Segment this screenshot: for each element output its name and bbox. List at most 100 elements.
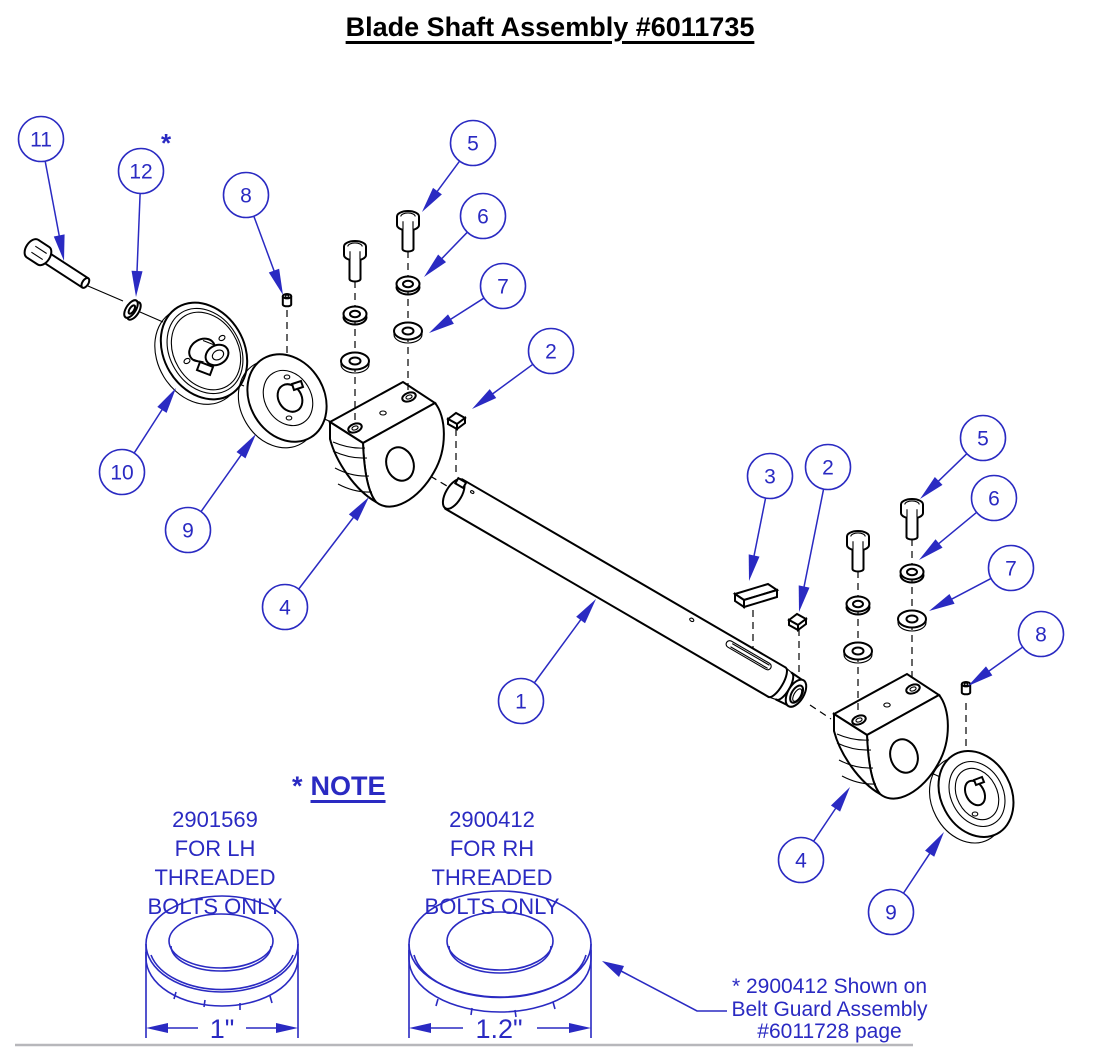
callout-leader-line xyxy=(253,215,277,275)
callout-2: 2 xyxy=(798,443,852,612)
callout-leader-line xyxy=(902,849,933,894)
callout-12: 12 xyxy=(117,147,165,297)
callout-number: 7 xyxy=(497,276,509,299)
callout-leader-line xyxy=(752,497,767,560)
pulley-10 xyxy=(154,301,249,405)
callout-arrowhead xyxy=(968,666,993,686)
set-screw-8-left xyxy=(281,293,293,308)
callout-8: 8 xyxy=(222,171,283,295)
callout-balloon xyxy=(98,448,146,496)
note-heading: *NOTE xyxy=(292,771,386,802)
bolt-stack-right-a xyxy=(843,530,873,713)
callout-number: 12 xyxy=(129,161,152,184)
callout-leader-line xyxy=(438,231,468,262)
callout-leader-line xyxy=(434,160,461,195)
callout-arrowhead xyxy=(422,187,442,212)
callout-arrowhead xyxy=(798,585,810,612)
callout-9: 9 xyxy=(867,832,944,936)
callout-number: 7 xyxy=(1005,558,1017,581)
callout-number: 2 xyxy=(822,457,834,480)
callout-leader-line xyxy=(985,646,1024,674)
key-2-left xyxy=(446,411,467,431)
callout-balloon xyxy=(497,677,545,725)
dimension-label-1-2in: 1.2" xyxy=(475,1014,522,1044)
callout-number: 5 xyxy=(977,428,989,451)
callout-number: 11 xyxy=(30,129,52,152)
callout-balloon xyxy=(459,192,507,240)
callout-arrowhead xyxy=(348,497,369,522)
callout-number: 9 xyxy=(182,520,194,543)
callout-arrowhead xyxy=(472,389,497,409)
callout-balloon xyxy=(867,888,915,936)
callout-balloon xyxy=(987,544,1035,592)
note-left-line2: FOR LH THREADED xyxy=(154,836,276,890)
callout-leader-line xyxy=(133,406,165,454)
callout-arrowhead xyxy=(830,787,850,812)
callout-number: 9 xyxy=(885,902,897,925)
callout-number: 3 xyxy=(764,466,776,489)
callout-arrowhead xyxy=(925,832,944,857)
callout-number: 8 xyxy=(1035,624,1047,647)
callout-11: 11 xyxy=(17,115,65,261)
note-right-column: 2900412 FOR RH THREADED BOLTS ONLY xyxy=(392,805,592,921)
set-screw-8-right xyxy=(960,681,972,696)
callout-arrowhead xyxy=(157,388,176,413)
callout-3: 3 xyxy=(746,452,794,581)
callout-6: 6 xyxy=(424,192,507,277)
callout-arrowhead xyxy=(424,254,447,277)
callout-leader-line xyxy=(200,451,244,513)
callout-number: 4 xyxy=(795,850,807,873)
callout-arrowhead xyxy=(53,234,65,261)
pulley-9-right xyxy=(929,750,1015,844)
callout-1: 1 xyxy=(497,599,596,725)
flange-9-left xyxy=(237,353,328,449)
dimension-left: 1" xyxy=(145,952,299,1044)
callout-leader-line xyxy=(533,616,584,684)
note-star: * xyxy=(292,771,303,801)
callout-balloon xyxy=(261,583,309,631)
footnote-line2: Belt Guard Assembly xyxy=(731,997,928,1021)
hex-bolt-11 xyxy=(23,238,91,289)
callout-9: 9 xyxy=(164,434,256,554)
callout-arrowhead xyxy=(748,554,760,581)
note-left-part-number: 2901569 xyxy=(172,807,258,832)
callout-balloon xyxy=(449,119,497,167)
callout-balloon xyxy=(17,115,65,163)
callout-4: 4 xyxy=(777,787,850,884)
callout-2: 2 xyxy=(472,327,575,409)
callout-number: 8 xyxy=(240,185,252,208)
key-3 xyxy=(732,582,780,609)
callout-arrowhead xyxy=(929,594,955,611)
note-left-column: 2901569 FOR LH THREADED BOLTS ONLY xyxy=(115,805,315,921)
callout-arrowhead xyxy=(429,314,454,333)
callout-number: 5 xyxy=(467,133,479,156)
callout-7: 7 xyxy=(929,544,1035,611)
callout-balloon xyxy=(117,147,165,195)
callout-leader-line xyxy=(812,804,839,842)
footnote-line1: * 2900412 Shown on xyxy=(732,975,927,998)
callout-balloon xyxy=(164,506,212,554)
note-heading-label: NOTE xyxy=(310,771,386,801)
footnote: * 2900412 Shown on Belt Guard Assembly #… xyxy=(722,975,937,1044)
callout-7: 7 xyxy=(429,262,527,333)
callout-arrowhead xyxy=(576,599,596,624)
callout-balloon xyxy=(777,836,825,884)
callout-number: 2 xyxy=(545,341,557,364)
callout-balloon xyxy=(222,171,270,219)
callout-leader-line xyxy=(948,577,992,602)
callout-arrowhead xyxy=(236,434,256,459)
callout-leader-line xyxy=(802,488,825,591)
bolt-stack-right-b xyxy=(897,498,927,681)
callout-leader-line xyxy=(935,453,968,485)
callout-leader-line xyxy=(44,160,61,240)
page-title: Blade Shaft Assembly #6011735 xyxy=(345,12,755,42)
bolt-stack-left-b xyxy=(393,210,423,393)
dimension-label-1in: 1" xyxy=(210,1014,235,1044)
callout-number: 6 xyxy=(988,488,1000,511)
dimension-right: 1.2" xyxy=(408,950,592,1044)
callout-leader-line xyxy=(298,514,357,590)
bearing-housing-4-left xyxy=(329,381,445,508)
